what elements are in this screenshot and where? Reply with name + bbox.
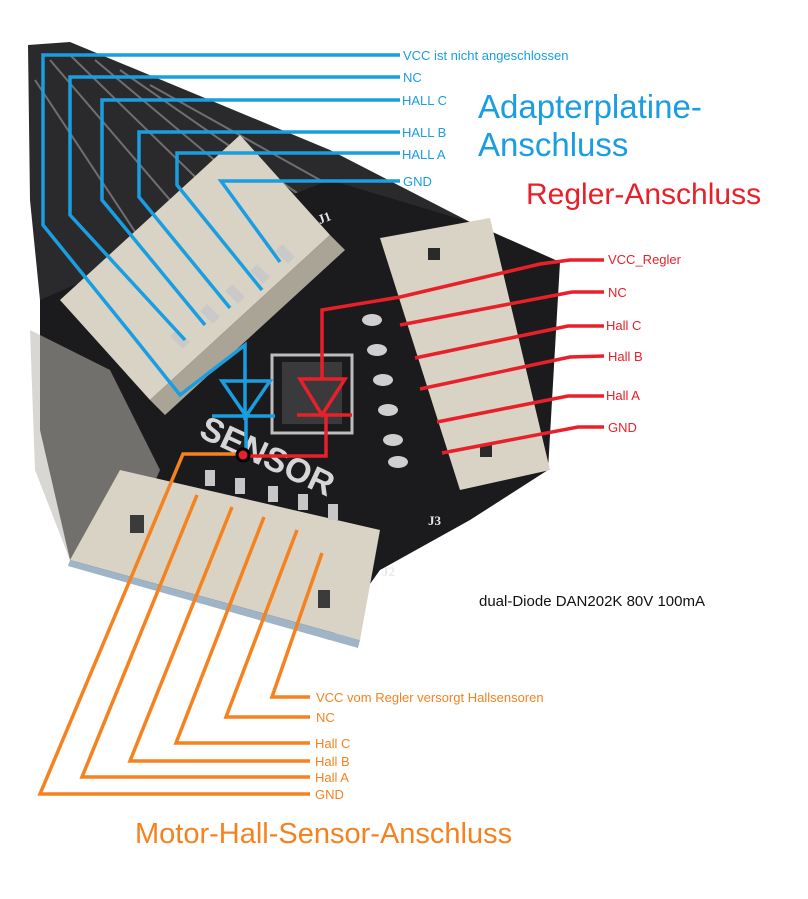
adapter-pin-label-hallb: HALL B bbox=[402, 125, 447, 140]
regler-leader-lines bbox=[320, 258, 605, 455]
adapter-title-line1: Adapterplatine- bbox=[478, 88, 702, 125]
regler-line-hallb bbox=[419, 354, 605, 391]
silkscreen-j2: J2 bbox=[382, 564, 395, 579]
motor-connector-title: Motor-Hall-Sensor-Anschluss bbox=[135, 818, 513, 850]
adapter-leader-lines bbox=[41, 53, 400, 420]
motor-pin-label-hallb: Hall B bbox=[315, 754, 350, 769]
adapter-line-hallb bbox=[137, 130, 400, 310]
adapter-pin-label-vcc: VCC ist nicht angeschlossen bbox=[403, 48, 569, 63]
adapter-title-line2: Anschluss bbox=[478, 126, 629, 163]
regler-pin-label-gnd: GND bbox=[608, 420, 637, 435]
adapter-pin-label-hallc: HALL C bbox=[402, 93, 448, 108]
regler-connector-title: Regler-Anschluss bbox=[526, 178, 762, 211]
motor-line-hallb bbox=[127, 506, 310, 763]
motor-line-gnd bbox=[37, 452, 310, 796]
silkscreen-j3: J3 bbox=[428, 513, 442, 528]
motor-pin-label-nc: NC bbox=[316, 710, 335, 725]
regler-pin-label-halla: Hall A bbox=[606, 388, 640, 403]
j2-connector bbox=[68, 470, 380, 648]
regler-line-nc bbox=[399, 290, 604, 327]
motor-pin-label-halla: Hall A bbox=[315, 770, 349, 785]
junction-node bbox=[235, 447, 251, 463]
diode-note: dual-Diode DAN202K 80V 100mA bbox=[479, 593, 705, 610]
adapter-line-halla bbox=[175, 151, 400, 292]
diode-chip bbox=[270, 353, 354, 435]
adapter-pin-label-halla: HALL A bbox=[402, 147, 446, 162]
silkscreen-j1: J1 bbox=[316, 208, 333, 227]
regler-diode-symbol bbox=[246, 377, 352, 458]
motor-line-hallc bbox=[173, 516, 310, 745]
motor-line-halla bbox=[79, 494, 310, 779]
regler-line-vcc bbox=[320, 258, 604, 379]
adapter-pin-label-nc: NC bbox=[403, 70, 422, 85]
adapter-line-nc bbox=[68, 75, 400, 342]
regler-pin-label-nc: NC bbox=[608, 285, 627, 300]
adapter-line-hallc bbox=[100, 98, 400, 327]
regler-line-hallc bbox=[414, 324, 604, 360]
regler-pin-label-vcc: VCC_Regler bbox=[608, 252, 681, 267]
regler-line-halla bbox=[436, 394, 604, 424]
adapter-line-vcc bbox=[41, 53, 400, 420]
motor-pin-label-hallc: Hall C bbox=[315, 736, 351, 751]
adapter-pin-label-gnd: GND bbox=[403, 174, 432, 189]
motor-line-vcc bbox=[269, 552, 324, 699]
motor-pin-label-gnd: GND bbox=[315, 787, 344, 802]
motor-leader-lines bbox=[37, 452, 324, 796]
adapter-connector-title: Adapterplatine- Anschluss bbox=[478, 88, 702, 164]
motor-line-nc bbox=[223, 529, 310, 719]
regler-pin-label-hallb: Hall B bbox=[608, 349, 643, 364]
j3-connector bbox=[362, 218, 550, 490]
regler-pin-label-hallc: Hall C bbox=[606, 318, 642, 333]
motor-pin-label-vcc: VCC vom Regler versorgt Hallsensoren bbox=[316, 690, 544, 705]
regler-line-gnd bbox=[441, 425, 604, 455]
adapter-line-gnd bbox=[217, 179, 400, 264]
